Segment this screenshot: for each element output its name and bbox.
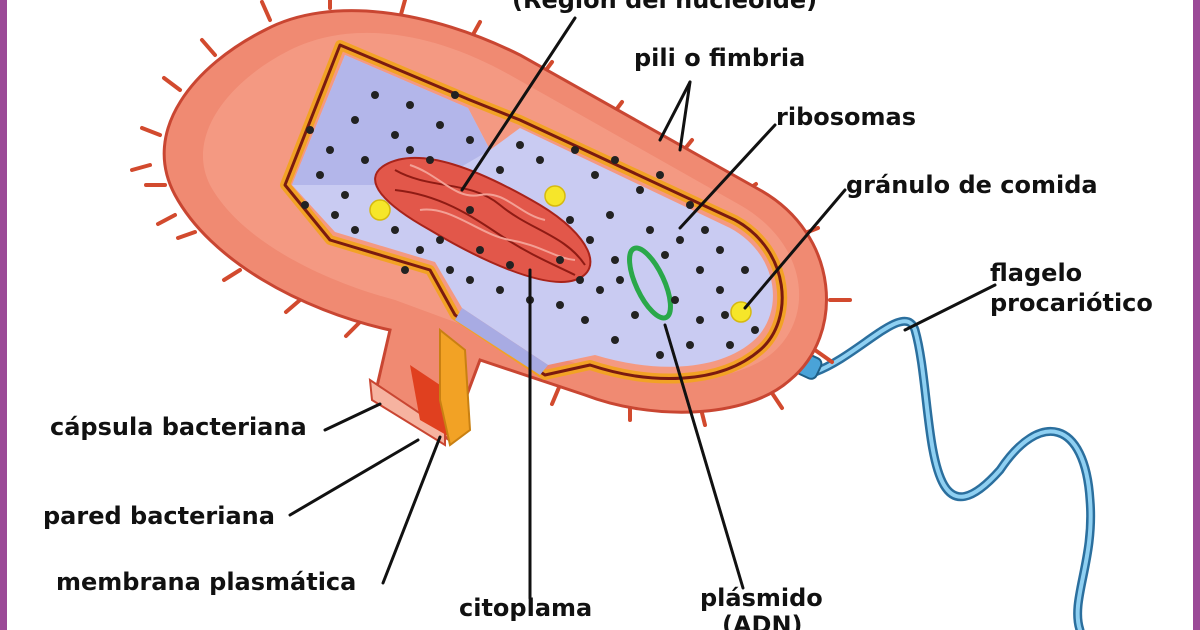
ribosome [496, 286, 504, 294]
label-plasma-membrane: membrana plasmática [56, 568, 357, 596]
ribosome [611, 256, 619, 264]
ribosome [741, 266, 749, 274]
ribosome [466, 206, 474, 214]
ribosome [401, 266, 409, 274]
ribosome [556, 301, 564, 309]
ribosome [581, 316, 589, 324]
ribosome [466, 136, 474, 144]
frame-border-left [0, 0, 7, 630]
ribosome [586, 236, 594, 244]
ribosome [306, 126, 314, 134]
ribosome [506, 261, 514, 269]
ribosome [701, 226, 709, 234]
ribosome [611, 336, 619, 344]
plasmid [627, 245, 673, 321]
ribosome [351, 116, 359, 124]
ribosome [696, 266, 704, 274]
pilus [176, 230, 197, 240]
ribosome [566, 216, 574, 224]
ribosome [341, 191, 349, 199]
label-flagellum-line1: flagelo [990, 259, 1083, 287]
ribosome [556, 256, 564, 264]
pilus [156, 213, 177, 226]
ribosome [361, 156, 369, 164]
cell-wall [280, 40, 788, 384]
label-plasmid-line2: (ADN) [722, 611, 803, 630]
ribosome [726, 341, 734, 349]
ribosome [536, 156, 544, 164]
ribosome [686, 201, 694, 209]
ribosome [426, 156, 434, 164]
label-pili: pili o fimbria [634, 44, 806, 72]
ribosome [611, 156, 619, 164]
label-food-granule: gránulo de comida [846, 171, 1098, 199]
ribosome [661, 251, 669, 259]
ribosome [316, 171, 324, 179]
pilus [284, 298, 302, 314]
ribosome [716, 286, 724, 294]
ribosome [436, 236, 444, 244]
ribosome [406, 146, 414, 154]
ribosome [326, 146, 334, 154]
ribosomes [301, 91, 759, 359]
ribosome [476, 246, 484, 254]
label-capsule: cápsula bacteriana [50, 413, 307, 441]
ribosome [656, 351, 664, 359]
ribosome [371, 91, 379, 99]
pilus [260, 0, 272, 22]
pilus [130, 163, 152, 172]
label-flagellum-line2: procariótico [990, 289, 1153, 317]
label-plasmid-line1: plásmido [700, 584, 823, 612]
label-nucleoid: (Región del nucleoide) [512, 0, 818, 14]
ribosome [591, 171, 599, 179]
pilus [550, 383, 562, 406]
ribosome [406, 101, 414, 109]
label-cell-wall: pared bacteriana [43, 502, 275, 530]
ribosome [596, 286, 604, 294]
ribosome [331, 211, 339, 219]
ribosome [716, 246, 724, 254]
ribosome [516, 141, 524, 149]
ribosome [571, 146, 579, 154]
pilus [140, 126, 162, 137]
ribosome [721, 311, 729, 319]
ribosome [636, 186, 644, 194]
ribosome [696, 316, 704, 324]
ribosome [351, 226, 359, 234]
ribosome [436, 121, 444, 129]
ribosome [576, 276, 584, 284]
label-ribosomes: ribosomas [776, 103, 916, 131]
ribosome [391, 226, 399, 234]
ribosome [606, 211, 614, 219]
pilus [813, 348, 834, 364]
label-cytoplasm: citoplama [459, 594, 593, 622]
ribosome [686, 341, 694, 349]
ribosome [751, 326, 759, 334]
pilus [344, 320, 362, 338]
ribosome [451, 91, 459, 99]
ribosome [391, 131, 399, 139]
ribosome [646, 226, 654, 234]
ribosome [301, 201, 309, 209]
ribosome [656, 171, 664, 179]
ribosome [631, 311, 639, 319]
pilus [162, 76, 182, 92]
ribosome [446, 266, 454, 274]
ribosome [466, 276, 474, 284]
pilus [200, 38, 217, 57]
ribosome [676, 236, 684, 244]
ribosome [496, 166, 504, 174]
ribosome [616, 276, 624, 284]
leader-lines [288, 16, 997, 600]
pilus [222, 268, 242, 282]
ribosome [671, 296, 679, 304]
frame-border-right [1193, 0, 1200, 630]
ribosome [416, 246, 424, 254]
